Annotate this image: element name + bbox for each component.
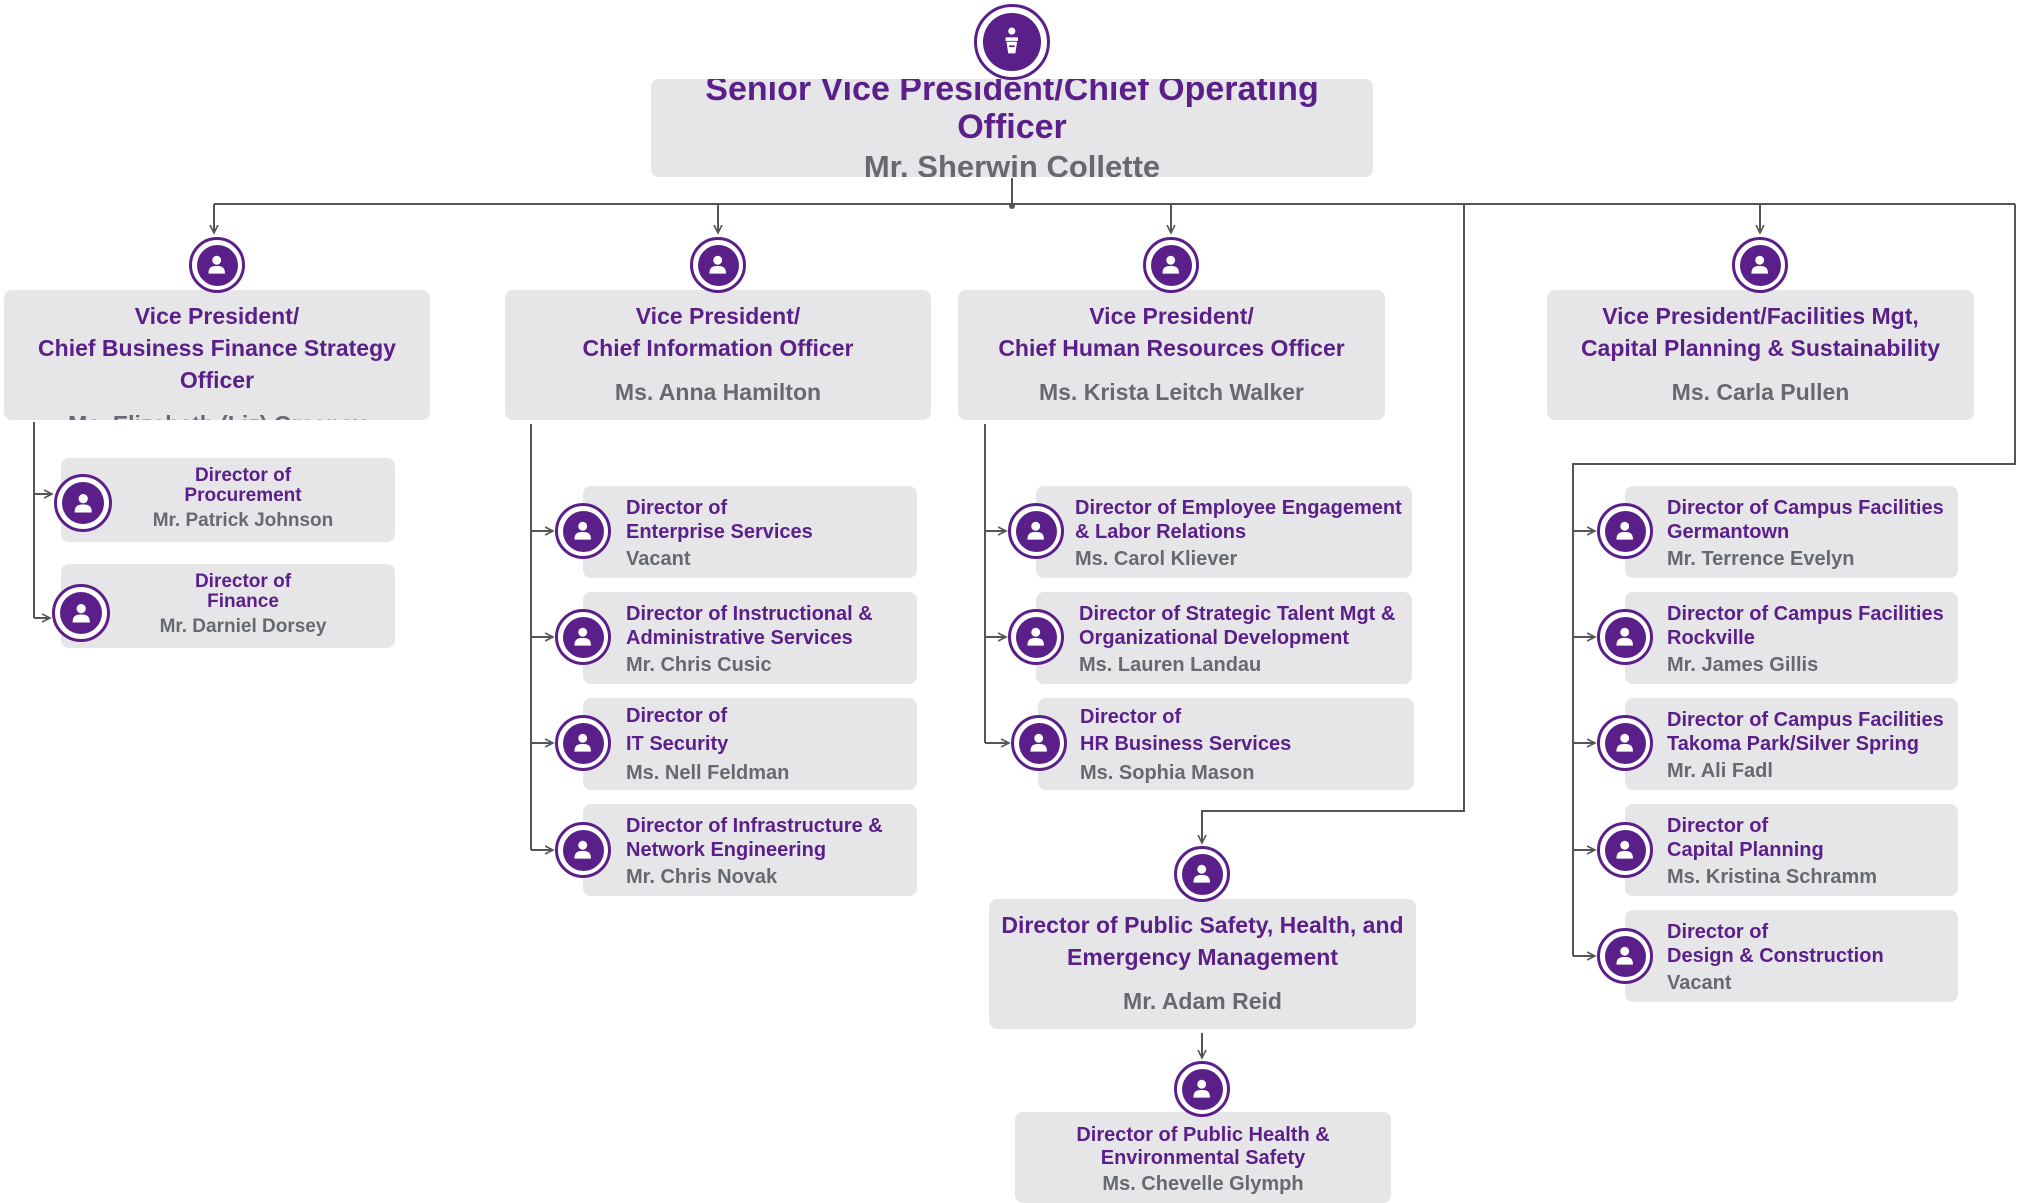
director-card: Director of Campus Facilities Germantown… (1625, 486, 1958, 578)
person-icon (555, 503, 611, 559)
vp-title: Vice President/ Chief Business Finance S… (38, 303, 396, 393)
person-icon (1174, 846, 1230, 902)
director-name: Mr. Darniel Dorsey (159, 616, 327, 637)
person-icon (1597, 715, 1653, 771)
person-icon (1174, 1061, 1230, 1117)
director-card: Director of Campus Facilities Rockville … (1625, 592, 1958, 684)
director-name: Ms. Nell Feldman (626, 762, 790, 784)
director-title: Director of Employee Engagement & Labor … (1075, 497, 1402, 543)
person-icon (1143, 237, 1199, 293)
coo-name: Mr. Sherwin Collette (863, 149, 1161, 177)
vp-title: Vice President/Facilities Mgt, Capital P… (1580, 303, 1941, 361)
public-safety-title: Director of Public Safety, Health, and E… (1001, 912, 1404, 970)
vp-card-facilities: Vice President/Facilities Mgt, Capital P… (1547, 290, 1974, 420)
vp-card-human-resources: Vice President/ Chief Human Resources Of… (958, 290, 1385, 420)
director-name: Vacant (626, 548, 691, 570)
director-card: Director of Infrastructure & Network Eng… (583, 804, 917, 896)
person-icon (1597, 609, 1653, 665)
person-icon (52, 584, 110, 642)
director-name: Ms. Carol Kliever (1075, 548, 1238, 570)
person-icon (555, 822, 611, 878)
director-name: Mr. Ali Fadl (1667, 760, 1773, 782)
person-icon (1597, 822, 1653, 878)
director-name: Mr. Chris Cusic (626, 654, 772, 676)
director-name: Ms. Sophia Mason (1080, 762, 1255, 784)
director-title: Director of Campus Facilities Takoma Par… (1667, 709, 1944, 755)
director-title: Director of Strategic Talent Mgt & Organ… (1079, 603, 1396, 649)
podium-speaker-icon (974, 4, 1050, 80)
vp-card-finance: Vice President/ Chief Business Finance S… (4, 290, 430, 420)
director-card: Director of Finance Mr. Darniel Dorsey (61, 564, 395, 648)
director-title: Director of Instructional & Administrati… (626, 603, 873, 649)
director-title: Director of IT Security (626, 705, 729, 755)
director-title: Director of Design & Construction (1667, 921, 1884, 967)
public-health-card: Director of Public Health & Environmenta… (1015, 1112, 1391, 1203)
director-card: Director of Procurement Mr. Patrick John… (61, 458, 395, 542)
director-card: Director of Enterprise Services Vacant (583, 486, 917, 578)
director-name: Mr. Patrick Johnson (152, 510, 334, 531)
person-icon (555, 609, 611, 665)
person-icon (1597, 928, 1653, 984)
director-title: Director of Infrastructure & Network Eng… (626, 815, 883, 861)
person-icon (189, 237, 245, 293)
director-title: Director of Campus Facilities Germantown (1667, 497, 1944, 543)
director-card: Director of IT Security Ms. Nell Feldman (583, 698, 917, 790)
director-name: Vacant (1667, 972, 1732, 994)
vp-name: Ms. Krista Leitch Walker (1038, 379, 1304, 405)
person-icon (1732, 237, 1788, 293)
vp-name: Ms. Anna Hamilton (614, 379, 822, 405)
vp-card-information: Vice President/ Chief Information Office… (505, 290, 931, 420)
director-title: Director of Finance (194, 571, 292, 612)
director-name: Mr. Terrence Evelyn (1667, 548, 1855, 570)
director-name: Mr. James Gillis (1667, 654, 1819, 676)
director-name: Ms. Kristina Schramm (1667, 866, 1878, 888)
person-icon (1008, 503, 1064, 559)
public-health-name: Ms. Chevelle Glymph (1102, 1173, 1304, 1195)
director-card: Director of Strategic Talent Mgt & Organ… (1036, 592, 1412, 684)
director-title: Director of Procurement (184, 465, 302, 506)
director-title: Director of HR Business Services (1080, 706, 1292, 755)
director-card: Director of Design & Construction Vacant (1625, 910, 1958, 1002)
director-name: Mr. Chris Novak (626, 866, 778, 888)
director-card: Director of Capital Planning Ms. Kristin… (1625, 804, 1958, 896)
director-name: Ms. Lauren Landau (1079, 654, 1262, 676)
person-icon (555, 715, 611, 771)
director-title: Director of Enterprise Services (626, 497, 813, 543)
vp-title: Vice President/ Chief Information Office… (582, 303, 854, 361)
person-icon (1597, 503, 1653, 559)
person-icon (1011, 715, 1067, 771)
public-health-title: Director of Public Health & Environmenta… (1076, 1124, 1330, 1169)
director-card: Director of Campus Facilities Takoma Par… (1625, 698, 1958, 790)
coo-card: Senior Vice President/Chief Operating Of… (651, 79, 1373, 177)
person-icon (690, 237, 746, 293)
director-card: Director of HR Business Services Ms. Sop… (1038, 698, 1414, 790)
director-card: Director of Instructional & Administrati… (583, 592, 917, 684)
person-icon (1008, 609, 1064, 665)
public-safety-name: Mr. Adam Reid (1123, 988, 1282, 1014)
vp-title: Vice President/ Chief Human Resources Of… (998, 303, 1345, 361)
vp-name: Ms. Carla Pullen (1671, 379, 1850, 405)
person-icon (54, 474, 112, 532)
public-safety-card: Director of Public Safety, Health, and E… (989, 899, 1416, 1029)
director-title: Director of Capital Planning (1667, 815, 1824, 861)
vp-name: Ms. Elizabeth (Liz) Greaney (68, 410, 366, 420)
director-card: Director of Employee Engagement & Labor … (1036, 486, 1412, 578)
director-title: Director of Campus Facilities Rockville (1667, 603, 1944, 649)
coo-title: Senior Vice President/Chief Operating Of… (705, 79, 1319, 146)
